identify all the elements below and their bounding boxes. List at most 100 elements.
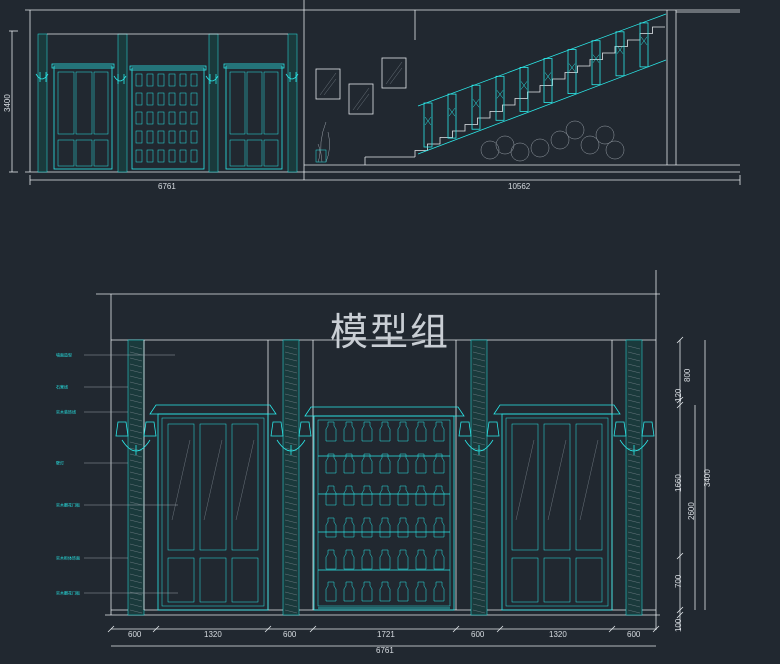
- pilaster-hatch-line: [472, 477, 486, 482]
- pilaster-hatch-line: [472, 513, 486, 518]
- wine-bottle: [361, 421, 373, 442]
- pilaster-hatch-line: [472, 519, 486, 524]
- wine-bottle: [415, 517, 427, 538]
- wine-bottle: [190, 92, 198, 106]
- dim-600-a: 600: [128, 630, 142, 639]
- pilaster-hatch-line: [472, 375, 486, 380]
- pilaster-hatch-line: [129, 507, 143, 512]
- wine-bottle: [415, 549, 427, 570]
- pilaster-hatch-line: [627, 555, 641, 560]
- pilaster-hatch-line: [129, 591, 143, 596]
- pilaster-hatch-line: [472, 387, 486, 392]
- pilaster-hatch-line: [472, 429, 486, 434]
- wine-bottle: [190, 130, 198, 144]
- pilaster-hatch-line: [129, 543, 143, 548]
- wine-bottle: [379, 453, 391, 474]
- pilaster-hatch-line: [472, 369, 486, 374]
- pilaster-hatch-line: [129, 357, 143, 362]
- dim-tick: [107, 625, 115, 633]
- pilaster-hatch-line: [129, 411, 143, 416]
- stair-balusters: [423, 22, 649, 148]
- pilaster-hatch-line: [129, 363, 143, 368]
- pilaster-hatch-line: [284, 585, 298, 590]
- dim-tick: [309, 625, 317, 633]
- pilaster-hatch-line: [284, 477, 298, 482]
- pilaster-hatch-line: [129, 405, 143, 410]
- wine-bottle: [168, 149, 176, 163]
- wine-bottle: [343, 549, 355, 570]
- pilaster-hatch-line: [472, 501, 486, 506]
- baluster-ornament: [448, 107, 456, 117]
- watermark-text: 模型组: [330, 310, 450, 354]
- pilaster-hatch-line: [472, 597, 486, 602]
- vdim-120: 120: [674, 388, 683, 402]
- wine-bottle: [325, 549, 337, 570]
- pilaster-hatch-line: [472, 357, 486, 362]
- baluster: [639, 22, 649, 68]
- top-wine-bottles: [135, 73, 198, 163]
- wine-bottle: [379, 549, 391, 570]
- baluster-ornament: [640, 36, 648, 46]
- pilaster-hatch-line: [472, 537, 486, 542]
- shrub-leaf: [550, 130, 570, 150]
- pilaster-hatch-line: [627, 471, 641, 476]
- wine-bottle: [135, 111, 143, 125]
- sconce-arm: [121, 439, 151, 455]
- pilaster-hatch-line: [472, 573, 486, 578]
- baluster-ornament: [520, 81, 528, 90]
- pilaster-hatch-line: [129, 519, 143, 524]
- pilaster-hatch-line: [472, 603, 486, 608]
- pilaster-hatch-line: [284, 453, 298, 458]
- pilaster-hatch-line: [284, 483, 298, 488]
- pilaster-hatch-line: [472, 507, 486, 512]
- dim-1721: 1721: [377, 630, 395, 639]
- wine-bottle: [146, 73, 154, 87]
- pilaster-hatch-line: [627, 597, 641, 602]
- pilaster-hatch-line: [284, 507, 298, 512]
- baluster: [519, 67, 529, 112]
- pilaster-hatch-line: [627, 351, 641, 356]
- wine-bottle: [361, 549, 373, 570]
- shrub-leaf: [510, 142, 530, 162]
- pilaster-hatch-line: [627, 567, 641, 572]
- callout-label: 实木雕花门板: [56, 590, 80, 596]
- wine-bottle: [157, 73, 165, 87]
- pilaster-hatch-line: [627, 483, 641, 488]
- pilaster-hatch-line: [627, 579, 641, 584]
- wine-bottle: [157, 130, 165, 144]
- pilaster-hatch-line: [627, 543, 641, 548]
- vdim-100: 100: [674, 618, 683, 632]
- pilaster-hatch-line: [284, 519, 298, 524]
- baluster: [567, 49, 577, 94]
- baluster-ornament: [424, 116, 432, 126]
- pilaster-hatch-line: [472, 453, 486, 458]
- pilaster-hatch-line: [129, 597, 143, 602]
- pilaster-hatch-line: [627, 537, 641, 542]
- pilaster-hatch-line: [129, 417, 143, 422]
- pilaster-hatch-line: [627, 363, 641, 368]
- dim-tick: [676, 396, 684, 404]
- wine-bottle: [343, 517, 355, 538]
- dim-600-c: 600: [471, 630, 485, 639]
- pilaster-hatch-line: [284, 405, 298, 410]
- pilaster-hatch-line: [284, 393, 298, 398]
- pilaster-hatch-line: [472, 411, 486, 416]
- wine-bottle: [179, 149, 187, 163]
- callout-label: 石膏线: [56, 384, 68, 390]
- pilaster-hatch-line: [627, 411, 641, 416]
- pilaster-hatch-line: [472, 531, 486, 536]
- pilaster-hatch-line: [627, 345, 641, 350]
- pilaster-hatch-line: [129, 393, 143, 398]
- pilaster-hatch-line: [129, 483, 143, 488]
- pilaster-hatch-line: [472, 417, 486, 422]
- wine-bottle: [325, 517, 337, 538]
- wine-bottle: [397, 517, 409, 538]
- wine-bottle: [190, 111, 198, 125]
- wine-bottle: [135, 92, 143, 106]
- shrub-leaf: [495, 135, 515, 155]
- pilaster-hatch-line: [129, 603, 143, 608]
- pilaster-hatch-line: [284, 603, 298, 608]
- pilaster-hatch-line: [284, 609, 298, 614]
- pilaster-hatch-line: [627, 519, 641, 524]
- wine-bottle: [415, 581, 427, 602]
